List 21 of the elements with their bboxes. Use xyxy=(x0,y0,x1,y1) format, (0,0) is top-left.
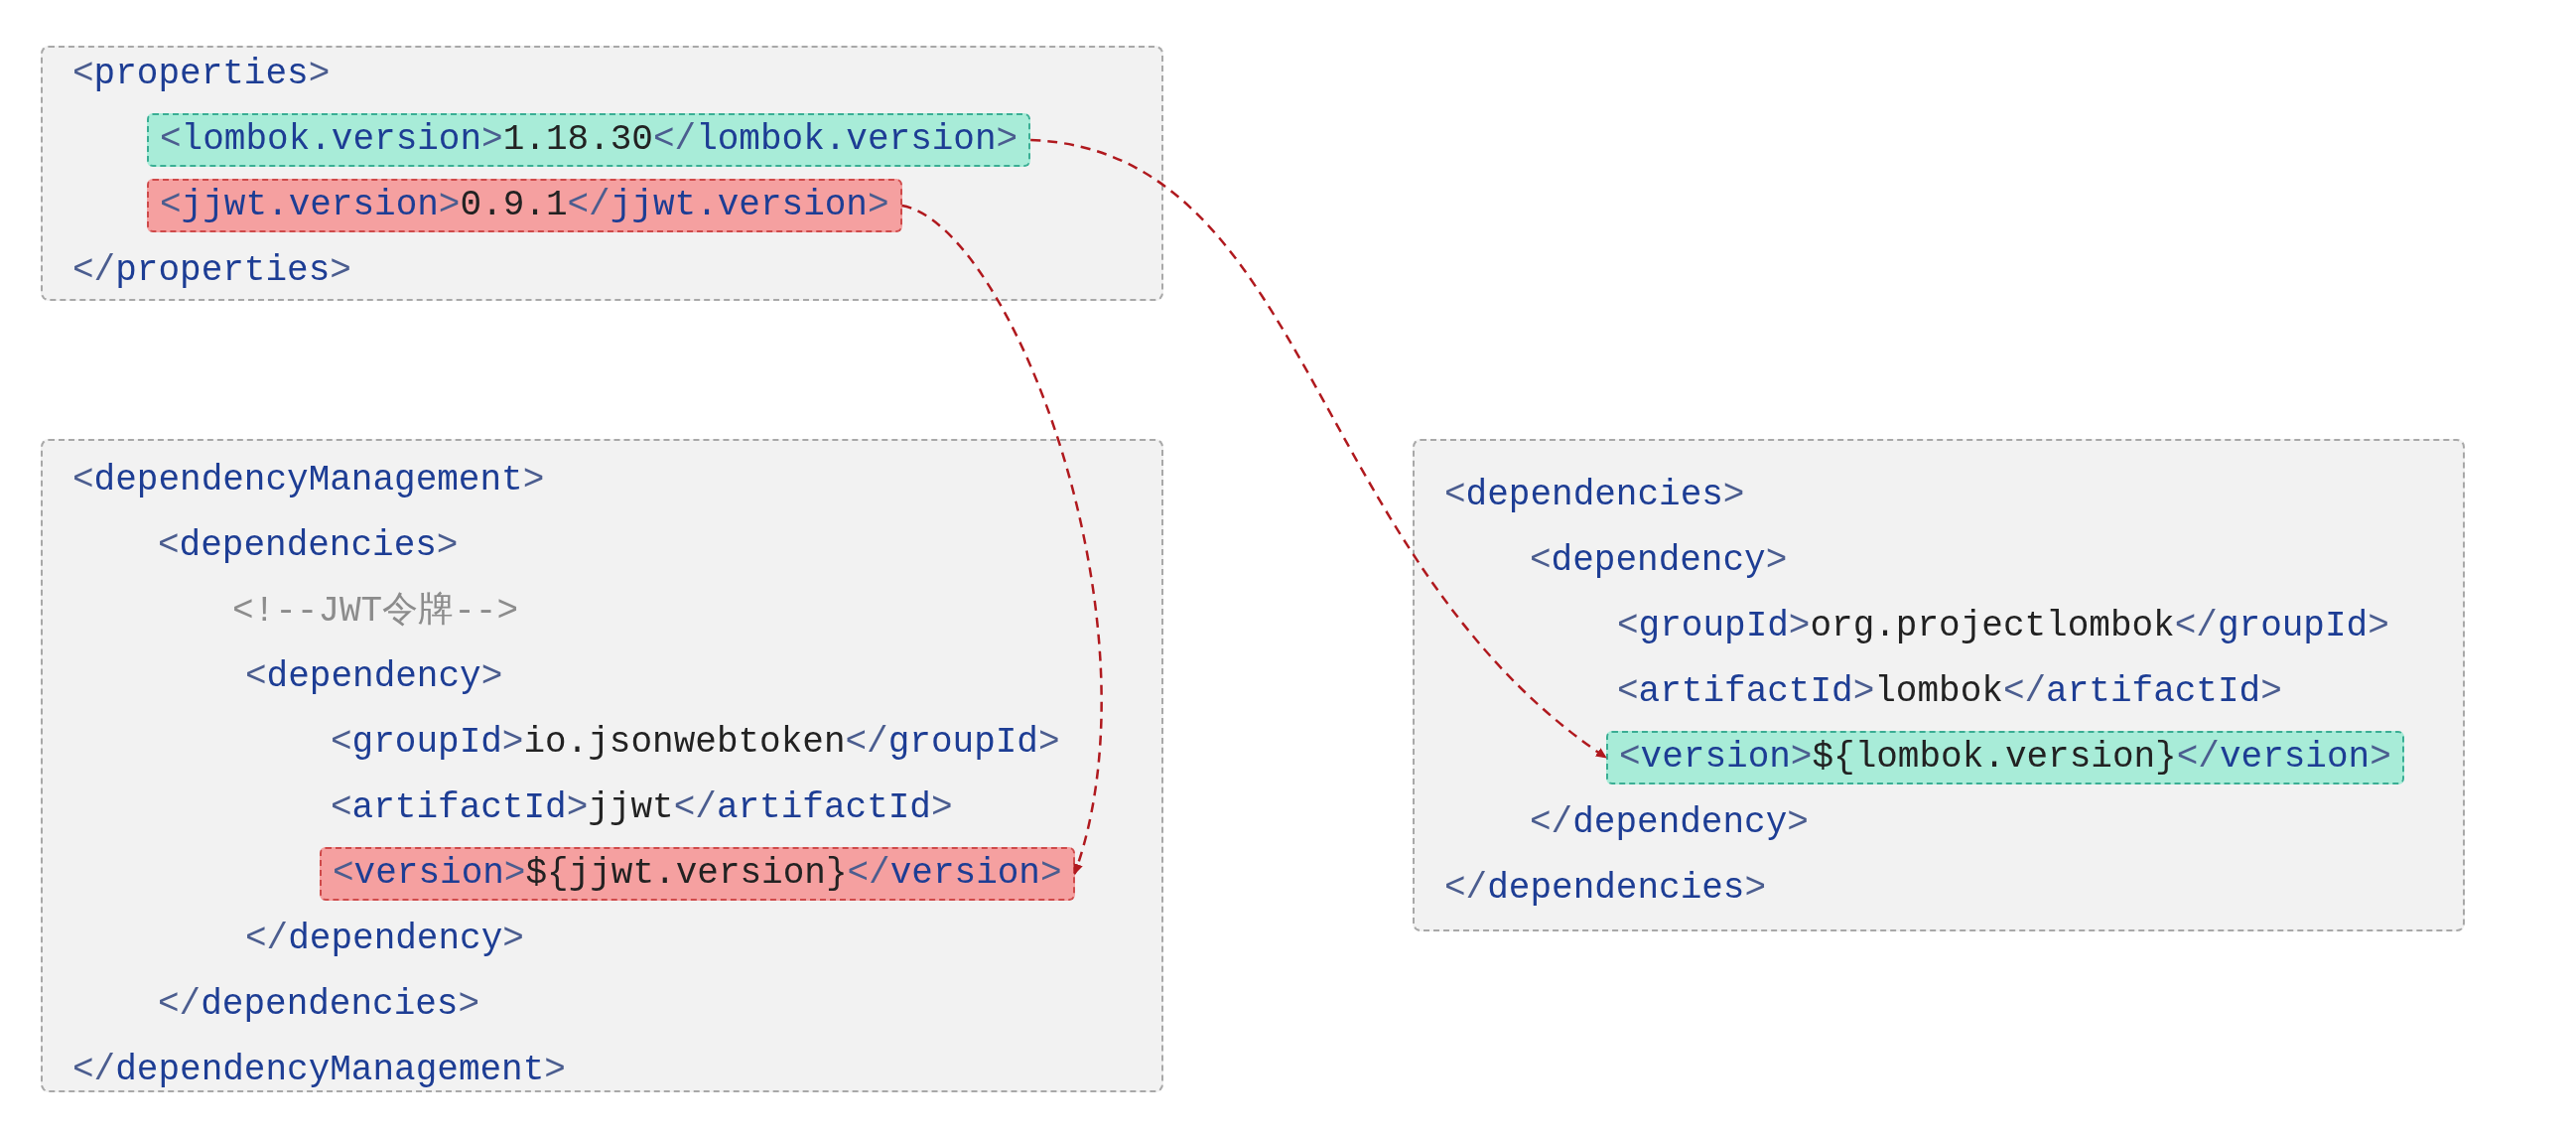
code-panel xyxy=(41,46,1163,301)
code-line: <groupId>io.jsonwebtoken</groupId> xyxy=(331,725,1060,761)
code-line: <dependencies> xyxy=(158,528,459,564)
code-line: <dependencies> xyxy=(1444,478,1745,513)
code-line: <artifactId>jjwt</artifactId> xyxy=(331,790,953,826)
code-line: <dependencyManagement> xyxy=(72,463,545,498)
code-line: </properties> xyxy=(72,253,351,289)
code-line: </dependencies> xyxy=(1444,871,1767,907)
code-line: <groupId>org.projectlombok</groupId> xyxy=(1617,609,2389,644)
code-line: <properties> xyxy=(72,57,331,92)
code-panel xyxy=(41,439,1163,1092)
code-line: </dependency> xyxy=(1530,805,1809,841)
code-panel xyxy=(1413,439,2465,931)
code-line: </dependencies> xyxy=(158,987,480,1023)
code-line: <dependency> xyxy=(245,659,503,695)
code-line: </dependency> xyxy=(245,922,524,957)
code-line: </dependencyManagement> xyxy=(72,1053,566,1088)
code-line: <artifactId>lombok</artifactId> xyxy=(1617,674,2282,710)
dashed-arrow xyxy=(1030,138,1607,759)
code-line: <dependency> xyxy=(1530,543,1788,579)
dashed-arrow xyxy=(901,204,1103,875)
